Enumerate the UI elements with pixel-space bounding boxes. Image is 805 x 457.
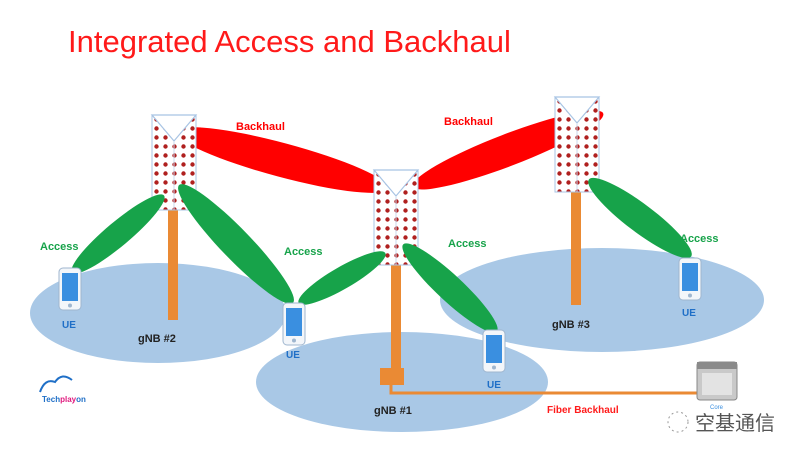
pole-gnb3 [571,188,581,305]
access-label: Access [284,246,323,258]
pole-gnb1 [391,262,401,370]
ue-label: UE [682,308,696,319]
page-title: Integrated Access and Backhaul [68,24,511,59]
ue-phone-icon [58,267,82,311]
access-label: Access [40,241,79,253]
access-beam [298,251,386,305]
fiber-backhaul-label: Fiber Backhaul [547,405,619,416]
core-server-icon [696,361,738,401]
svg-text:Techplayon: Techplayon [42,395,86,404]
access-label: Access [680,233,719,245]
backhaul-label: Backhaul [444,116,493,128]
access-beam [178,184,294,304]
ue-label: UE [62,320,76,331]
techplayon-logo: Techplayon [39,375,86,404]
antenna-gnb3 [554,96,600,193]
access-beam [588,177,692,259]
core-label: Core [710,405,724,411]
svg-text:空基通信: 空基通信 [695,411,775,435]
gnb2-label: gNB #2 [138,333,176,345]
access-beam [402,243,498,333]
access-label: Access [448,238,487,250]
access-beam [71,194,165,274]
backhaul-label: Backhaul [236,121,285,133]
ue-phone-icon [482,329,506,373]
gnb1-label: gNB #1 [374,405,412,417]
watermark: 空基通信 [667,411,775,435]
ue-phone-icon [678,257,702,301]
pole-gnb2 [168,205,178,320]
ue-label: UE [487,380,501,391]
ue-phone-icon [282,302,306,346]
cell-gnb2 [30,263,286,363]
ue-label: UE [286,350,300,361]
gnb1-base [380,368,404,385]
gnb3-label: gNB #3 [552,319,590,331]
backhaul-beam-left [175,127,389,193]
